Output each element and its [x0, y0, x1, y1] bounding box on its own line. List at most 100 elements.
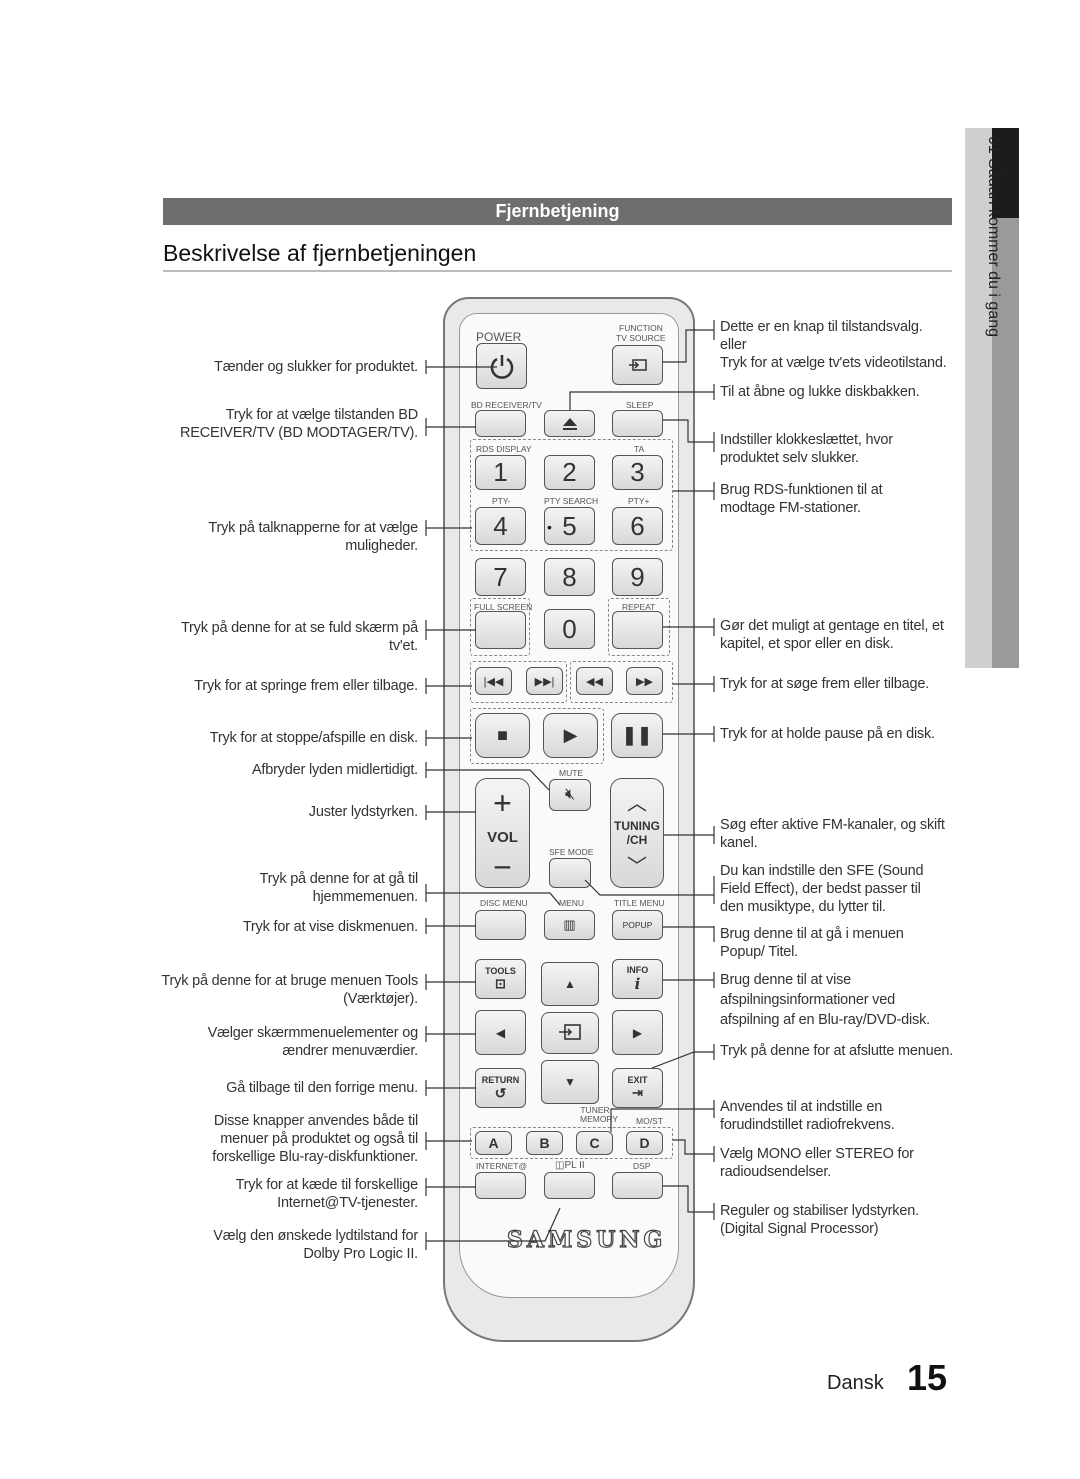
rewind-button[interactable]: ◀◀ [576, 667, 613, 695]
arrow-down-icon: ▼ [564, 1075, 576, 1089]
arrow-right-icon: ▶ [632, 1025, 643, 1040]
digit-6-button[interactable]: 6 [612, 507, 663, 545]
volume-rocker[interactable]: + VOL − [475, 778, 530, 888]
power-icon [490, 355, 513, 379]
popup-label: POPUP [622, 920, 653, 930]
bd-receiver-button[interactable] [475, 410, 526, 437]
pause-icon: ❚❚ [621, 725, 653, 745]
side-tab-marker [992, 128, 1019, 218]
vol-label: VOL [487, 828, 518, 846]
digit-3-button[interactable]: 3 [612, 455, 663, 490]
title-menu-popup-button[interactable]: POPUP [612, 910, 663, 940]
skip-forward-button[interactable]: ▶▶| [526, 667, 563, 695]
pl2-text: PL II [564, 1160, 585, 1171]
fast-forward-button[interactable]: ▶▶ [626, 667, 663, 695]
nav-right-button[interactable]: ▶ [612, 1010, 663, 1055]
stop-button[interactable]: ■ [475, 713, 530, 758]
skip-back-icon: |◀◀ [483, 675, 504, 688]
tools-button[interactable]: TOOLS⊡ [475, 959, 526, 999]
digit-7-button[interactable]: 7 [475, 558, 526, 596]
exit-label: EXIT [627, 1075, 648, 1085]
mute-button[interactable]: 🔇︎ [549, 779, 591, 811]
section-header-bar: Fjernbetjening [163, 198, 952, 225]
exit-button[interactable]: EXIT⇥ [612, 1068, 663, 1108]
b-button[interactable]: B [526, 1131, 563, 1155]
disc-menu-button[interactable] [475, 910, 526, 940]
note-stop-play: Tryk for at stoppe/afspille en disk. [209, 730, 418, 746]
skip-back-button[interactable]: |◀◀ [475, 667, 512, 695]
eject-icon [562, 417, 577, 430]
repeat-button[interactable] [612, 611, 663, 649]
pty-minus-label: PTY- [492, 496, 511, 506]
note-tuning: Søg efter aktive FM-kanaler, og skift ka… [720, 817, 945, 851]
input-source-icon [628, 359, 647, 371]
note-dsp: Reguler og stabiliser lydstyrken. (Digit… [720, 1203, 919, 1237]
page-title: Beskrivelse af fjernbetjeningen [163, 240, 477, 266]
eject-button[interactable] [544, 410, 595, 437]
volume-up-icon: + [493, 785, 512, 821]
d-button[interactable]: D [626, 1131, 663, 1155]
digit-5-button[interactable]: 5 [544, 507, 595, 545]
note-sleep: Indstiller klokkeslættet, hvor produktet… [720, 432, 893, 466]
note-volume: Juster lydstyrken. [308, 804, 418, 820]
play-button[interactable]: ▶ [543, 713, 598, 758]
internet-label: INTERNET@ [476, 1161, 528, 1171]
digit-1-button[interactable]: 1 [475, 455, 526, 490]
chapter-side-tab: 01 Sådan kommer du i gang [965, 128, 1019, 668]
c-button[interactable]: C [576, 1131, 613, 1155]
digit-8-button[interactable]: 8 [544, 558, 595, 596]
digit-4-button[interactable]: 4 [475, 507, 526, 545]
skip-forward-icon: ▶▶| [534, 675, 555, 688]
sfe-mode-button[interactable] [549, 858, 591, 888]
nav-up-button[interactable]: ▲ [541, 962, 599, 1006]
pause-button[interactable]: ❚❚ [611, 713, 663, 758]
note-home-menu: Tryk på denne for at gå til hjemmemenuen… [259, 871, 419, 905]
section-title: Fjernbetjening [495, 201, 620, 221]
enter-button[interactable] [541, 1012, 599, 1054]
tuning-channel-rocker[interactable]: ︿ TUNING/CH ﹀ [610, 778, 664, 888]
dolby-icon: ◫ [555, 1160, 565, 1171]
dsp-button[interactable] [612, 1172, 663, 1199]
digit-0-button[interactable]: 0 [544, 609, 595, 649]
full-screen-outline [470, 598, 530, 656]
tuner-memory-label: TUNER MEMORY [580, 1105, 619, 1124]
tuning-ch-text: TUNING/CH [614, 819, 660, 847]
repeat-label: REPEAT [622, 602, 656, 612]
search-group-outline [570, 661, 673, 703]
menu-label: MENU [559, 898, 585, 908]
note-return: Gå tilbage til den forrige menu. [226, 1080, 418, 1096]
nav-down-button[interactable]: ▼ [541, 1060, 599, 1104]
sfe-mode-label: SFE MODE [549, 847, 594, 857]
a-button[interactable]: A [475, 1131, 512, 1155]
function-label: FUNCTION [619, 323, 663, 333]
power-button[interactable] [476, 343, 527, 389]
pl2-button[interactable] [544, 1172, 595, 1199]
note-pl2: Vælg den ønskede lydtilstand for Dolby P… [213, 1228, 418, 1262]
ta-label: TA [634, 444, 645, 454]
digit-2-button[interactable]: 2 [544, 455, 595, 490]
menu-button[interactable]: ▥ [544, 910, 595, 940]
chapter-label: 01 Sådan kommer du i gang [985, 136, 1002, 338]
rds-group-outline [470, 439, 673, 551]
note-exit: Tryk på denne for at afslutte menuen. [720, 1043, 954, 1059]
footer-language: Dansk [827, 1372, 884, 1394]
note-repeat: Gør det muligt at gentage en titel, et k… [720, 618, 944, 652]
side-tab-bar [992, 218, 1019, 668]
tools-label: TOOLS [485, 966, 516, 976]
pl2-label: ◫PL II [555, 1160, 585, 1171]
pty-search-label: PTY SEARCH [544, 496, 599, 506]
note-eject: Til at åbne og lukke diskbakken. [720, 384, 920, 400]
title-menu-label: TITLE MENU [614, 898, 665, 908]
function-button[interactable] [612, 345, 663, 385]
playback-group-outline [470, 708, 604, 764]
digit-9-button[interactable]: 9 [612, 558, 663, 596]
fast-forward-icon: ▶▶ [636, 675, 653, 688]
return-button[interactable]: RETURN↺ [475, 1068, 526, 1108]
internet-button[interactable] [475, 1172, 526, 1199]
nav-left-button[interactable]: ◀ [475, 1010, 526, 1055]
sleep-button[interactable] [612, 410, 663, 437]
title-divider [163, 270, 952, 272]
page-number: 15 [907, 1357, 948, 1398]
volume-down-icon: − [493, 849, 512, 885]
